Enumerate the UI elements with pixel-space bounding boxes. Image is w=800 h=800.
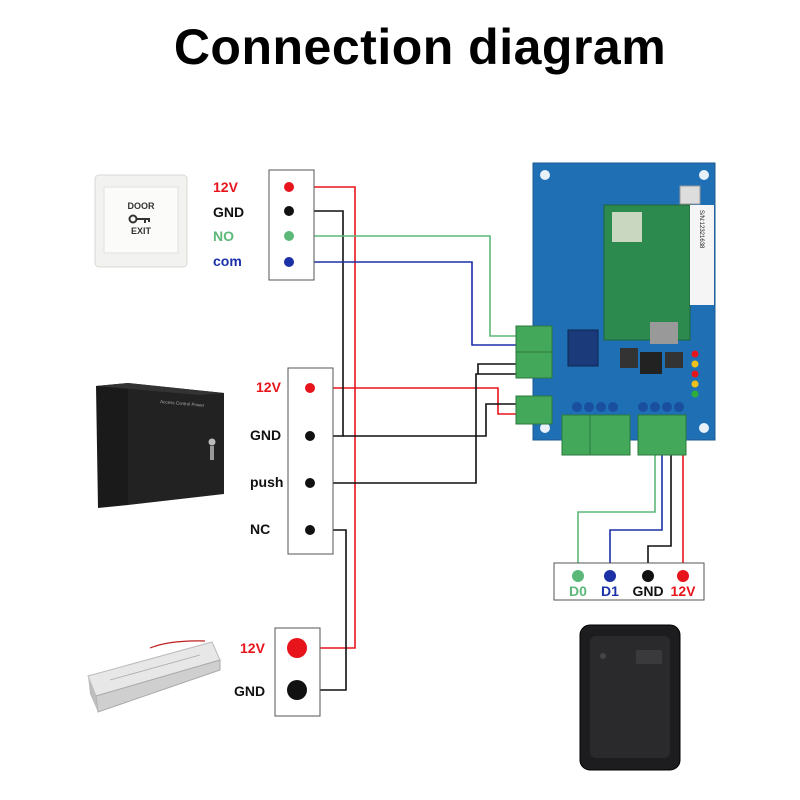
reader-d0-pin: [572, 570, 584, 582]
psu-label-nc: NC: [250, 521, 270, 537]
led-yellow-2: [691, 380, 699, 388]
board-terminal-reader: [637, 414, 687, 456]
reader-label-d0: D0: [569, 583, 587, 599]
psu-label-push: push: [250, 474, 283, 490]
exit-label-com: com: [213, 253, 242, 269]
reader-label-12v: 12V: [671, 583, 697, 599]
lock-label-12v: 12V: [240, 640, 266, 656]
power-terminal-block: 12V GND push NC: [250, 367, 334, 555]
psu-label-12v: 12V: [256, 379, 282, 395]
wire-no: [289, 235, 520, 337]
relay-1: [567, 329, 599, 367]
exit-label-gnd: GND: [213, 204, 244, 220]
exit-no-pin: [284, 231, 294, 241]
wire-board-left: [477, 363, 520, 374]
psu-gnd-pin: [305, 431, 315, 441]
board-terminal-mid: [515, 351, 553, 379]
exit-button-text-top: DOOR: [128, 201, 156, 211]
exit-button-text-bottom: EXIT: [131, 226, 152, 236]
led-red: [691, 350, 699, 358]
exit-12v-pin: [284, 182, 294, 192]
psu-label-gnd: GND: [250, 427, 281, 443]
reader-label-d1: D1: [601, 583, 619, 599]
magnetic-lock: [87, 640, 221, 713]
page-title: Connection diagram: [173, 19, 667, 75]
power-supply-box: Access Control Power: [96, 383, 224, 508]
exit-label-12v: 12V: [213, 179, 239, 195]
board-terminal-bottom: [515, 395, 553, 425]
wire-12v-board: [355, 387, 520, 415]
wire-gnd-board: [343, 403, 520, 437]
exit-button: DOOR EXIT: [94, 174, 188, 268]
wire-com: [289, 261, 520, 346]
lock-12v-pin: [287, 638, 307, 658]
exit-gnd-pin: [284, 206, 294, 216]
exit-terminal-block: 12V GND NO com: [213, 169, 315, 281]
exit-com-pin: [284, 257, 294, 267]
lock-label-gnd: GND: [234, 683, 265, 699]
card-reader: [579, 624, 681, 771]
wire-d1: [609, 442, 663, 568]
reader-indicator-icon: [600, 653, 606, 659]
reader-label-gnd: GND: [632, 583, 663, 599]
wire-d0: [577, 442, 656, 568]
exit-label-no: NO: [213, 228, 234, 244]
wire-gnd-reader: [647, 442, 672, 568]
psu-push-pin: [305, 478, 315, 488]
chip: [650, 322, 678, 344]
reader-12v-pin: [677, 570, 689, 582]
led-yellow: [691, 360, 699, 368]
controller-board: S/N:12321638: [515, 162, 716, 456]
reader-d1-pin: [604, 570, 616, 582]
board-serial: S/N:12321638: [698, 210, 704, 249]
psu-12v-pin: [305, 383, 315, 393]
led-green: [691, 390, 699, 398]
wire-12v-main: [289, 186, 356, 649]
lock-gnd-pin: [287, 680, 307, 700]
reader-terminal-block: D0 D1 GND 12V: [553, 562, 705, 601]
key-icon: [128, 214, 150, 224]
reader-led-window: [636, 650, 662, 664]
wires: [289, 186, 684, 691]
lock-key-icon: [208, 438, 216, 446]
led-red-2: [691, 370, 699, 378]
board-terminal-top: [515, 325, 553, 353]
wire-push: [310, 373, 520, 484]
psu-nc-pin: [305, 525, 315, 535]
power-supply-label: Access Control Power: [160, 399, 205, 408]
reader-gnd-pin: [642, 570, 654, 582]
lock-terminal-block: 12V GND: [234, 627, 321, 717]
